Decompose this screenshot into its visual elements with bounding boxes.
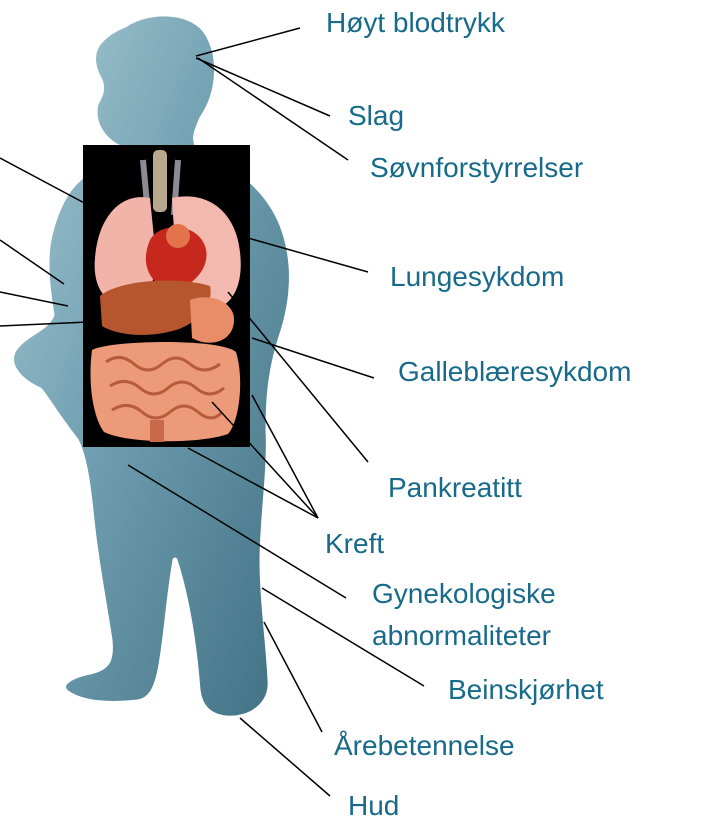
label-cancer: Kreft [325,528,384,560]
label-skin: Hud [348,790,399,822]
label-leg-stiffness: Beinskjørhet [448,674,604,706]
label-lung-disease: Lungesykdom [390,261,564,293]
label-phlebitis: Årebetennelse [334,730,515,762]
label-gynecological-line1: Gynekologiske [372,578,556,610]
label-gallbladder-disease: Galleblæresykdom [398,356,631,388]
label-pancreatitis: Pankreatitt [388,472,522,504]
leader-line-sleep-disorders [198,58,348,160]
label-hypertension: Høyt blodtrykk [326,7,505,39]
label-sleep-disorders: Søvnforstyrrelser [370,152,583,184]
label-stroke: Slag [348,100,404,132]
leader-line-skin [240,718,330,796]
label-gynecological-line2: abnormaliteter [372,620,551,652]
leader-line-phlebitis [264,622,322,732]
organs-panel [83,145,250,447]
